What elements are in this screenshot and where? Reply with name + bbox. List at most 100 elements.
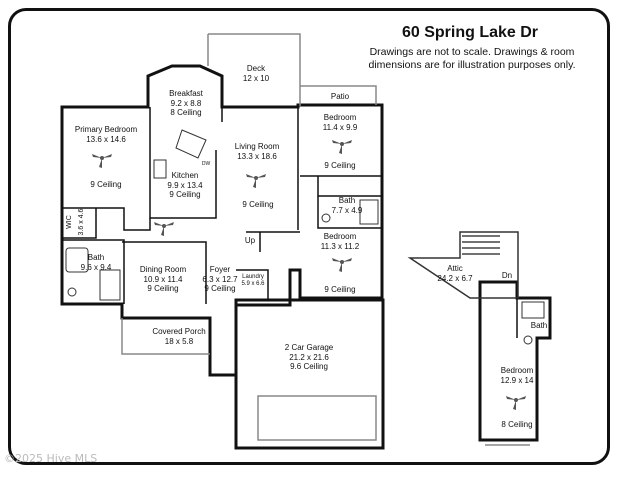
garage-door [257, 395, 377, 441]
room-breakfast-ceiling: 8 Ceiling [170, 108, 202, 117]
room-covered-porch-size: 18 x 5.8 [164, 336, 194, 346]
upper-bath-tub [521, 301, 545, 319]
fan-upper-bedroom [506, 396, 526, 410]
room-bath-hall-name: Bath [338, 196, 356, 205]
kitchen-range [153, 159, 167, 179]
room-living-size: 13.3 x 18.6 [237, 151, 277, 161]
dishwasher-label: DW [201, 161, 211, 167]
room-bedroom-3-size: 11.3 x 11.2 [320, 241, 360, 251]
room-laundry-size: 5.9 x 6.6 [241, 281, 265, 287]
stairs-up-label: Up [244, 236, 256, 245]
room-living: Living Room 13.3 x 18.6 [222, 142, 292, 161]
room-wic-size: 3.6 x 4.6 [78, 208, 85, 236]
room-living-name: Living Room [234, 142, 280, 151]
room-bath-upper: Bath [530, 321, 548, 330]
room-bath-primary-name: Bath [87, 253, 105, 262]
room-dining-ceiling: 9 Ceiling [147, 284, 179, 293]
attic-stairs [462, 235, 500, 255]
interior-wall-dining [122, 241, 207, 304]
interior-wall-bath-primary [62, 239, 125, 304]
primary-toilet [67, 287, 77, 297]
room-garage-name: 2 Car Garage [284, 343, 334, 352]
room-breakfast-name: Breakfast [169, 89, 203, 98]
fan-living [246, 174, 266, 188]
primary-shower [99, 269, 121, 301]
stairs-down-label: Dn [501, 271, 513, 280]
room-primary-bedroom-name: Primary Bedroom [74, 125, 138, 134]
room-kitchen-ceiling: 9 Ceiling [169, 190, 201, 199]
room-laundry: Laundry 5.9 x 6.6 [238, 274, 268, 288]
room-breakfast-size: 9.2 x 8.8 [170, 98, 202, 108]
room-foyer-name: Foyer [209, 265, 231, 274]
disclaimer-line-1: Drawings are not to scale. Drawings & ro… [369, 46, 575, 58]
room-bedroom-upper-ceiling: 8 Ceiling [501, 420, 533, 429]
room-bedroom-2-name: Bedroom [323, 113, 357, 122]
covered-porch-outline [121, 318, 210, 355]
room-dining-size: 10.9 x 11.4 [143, 274, 183, 284]
room-garage: 2 Car Garage 21.2 x 21.6 9.6 Ceiling [274, 343, 344, 372]
room-wic-name: WIC [66, 215, 73, 229]
upper-floor-wall [478, 280, 552, 442]
outer-frame [8, 8, 610, 465]
room-primary-bedroom-ceiling: 9 Ceiling [90, 180, 122, 189]
fan-bedroom3 [332, 258, 352, 272]
room-bedroom-upper-name: Bedroom [500, 366, 534, 375]
hall-toilet [321, 213, 331, 223]
room-laundry-name: Laundry [242, 274, 264, 280]
attic-outline [407, 231, 519, 299]
fan-bedroom2 [332, 140, 352, 154]
room-bedroom-upper: Bedroom 12.9 x 14 [490, 366, 544, 385]
room-primary-bedroom: Primary Bedroom 13.6 x 14.6 [66, 125, 146, 144]
room-attic-size: 24.2 x 6.7 [437, 273, 473, 283]
primary-tub [65, 247, 89, 273]
room-bedroom-2: Bedroom 11.4 x 9.9 [310, 113, 370, 132]
room-bedroom-3-ceiling: 9 Ceiling [324, 285, 356, 294]
room-foyer-ceiling: 9 Ceiling [204, 284, 236, 293]
room-dining: Dining Room 10.9 x 11.4 9 Ceiling [130, 265, 196, 294]
fan-primary [92, 154, 112, 168]
room-bedroom-2-ceiling: 9 Ceiling [324, 161, 356, 170]
main-house-outer-wall [60, 64, 384, 377]
room-garage-ceiling: 9.6 Ceiling [290, 362, 328, 371]
room-kitchen: Kitchen 9.9 x 13.4 9 Ceiling [164, 171, 206, 200]
upper-bath-toilet [523, 335, 533, 345]
room-deck-size: 12 x 10 [242, 73, 270, 83]
disclaimer: Drawings are not to scale. Drawings & ro… [352, 46, 592, 72]
room-covered-porch: Covered Porch 18 x 5.8 [144, 327, 214, 346]
room-bedroom-2-size: 11.4 x 9.9 [322, 122, 358, 132]
room-breakfast: Breakfast 9.2 x 8.8 8 Ceiling [156, 89, 216, 118]
property-address: 60 Spring Lake Dr [401, 24, 539, 41]
room-bath-primary-size: 9.6 x 9.4 [80, 262, 112, 272]
kitchen-island [175, 129, 207, 159]
interior-wall-kitchen [149, 107, 217, 219]
room-deck-name: Deck [246, 64, 266, 73]
room-deck: Deck 12 x 10 [226, 64, 286, 83]
room-bedroom-3: Bedroom 11.3 x 11.2 [310, 232, 370, 251]
room-kitchen-size: 9.9 x 13.4 [167, 180, 203, 190]
room-bath-hall-size: 7.7 x 4.9 [331, 205, 363, 215]
room-patio: Patio [330, 92, 350, 101]
garage-wall [234, 298, 385, 450]
fan-dining [154, 222, 174, 236]
room-dining-name: Dining Room [139, 265, 187, 274]
room-bath-primary: Bath 9.6 x 9.4 [74, 253, 118, 272]
room-foyer-size: 6.3 x 12.7 [202, 274, 238, 284]
room-foyer: Foyer 6.3 x 12.7 9 Ceiling [200, 265, 240, 294]
room-bath-hall: Bath 7.7 x 4.9 [330, 196, 364, 215]
room-kitchen-name: Kitchen [171, 171, 199, 180]
room-covered-porch-name: Covered Porch [152, 327, 206, 336]
patio-outline [300, 85, 377, 105]
interior-wall-primary-bedroom [62, 207, 151, 231]
room-primary-bedroom-size: 13.6 x 14.6 [86, 134, 126, 144]
room-bedroom-upper-size: 12.9 x 14 [500, 375, 534, 385]
room-attic-name: Attic [447, 264, 463, 273]
room-living-ceiling: 9 Ceiling [242, 200, 274, 209]
interior-wall-laundry [236, 269, 269, 300]
deck-outline [207, 33, 301, 106]
interior-wall-living [221, 107, 299, 230]
hall-tub [359, 199, 379, 225]
ceiling-fans [92, 140, 526, 410]
interior-wall-wic [62, 208, 97, 239]
interior-wall-stairs [246, 231, 300, 252]
